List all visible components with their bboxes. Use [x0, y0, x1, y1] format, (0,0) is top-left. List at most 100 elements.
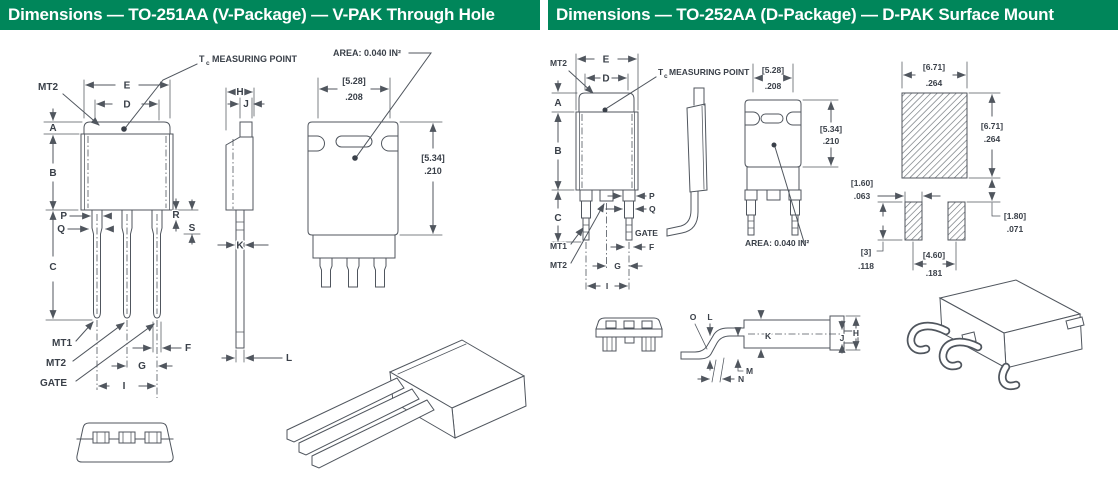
bottom-lead-sections — [92, 431, 162, 444]
to252-isometric-view — [906, 279, 1085, 391]
to251-isometric-view — [286, 339, 527, 469]
dim-label-q: Q — [649, 204, 656, 214]
to252-back-view: [5.28] .208 [5.34] .210 AREA: 0.040 IN² — [744, 63, 844, 249]
tc-label-t: T — [199, 54, 205, 64]
to252-land-pattern: [6.71] .264 [6.71] .264 [1.80] .071 — [850, 61, 1028, 280]
pad-main-h-in: .264 — [984, 134, 1001, 144]
gate-label: GATE — [635, 228, 658, 238]
dim-tab-height: [5.34] .210 — [399, 121, 446, 236]
dim-label-b: B — [49, 168, 56, 179]
dim-label-s: S — [189, 223, 196, 234]
profile-gullwing-lead — [680, 327, 745, 360]
dim-tab-width: [5.28] .208 — [317, 75, 391, 119]
dim-label-h: H — [236, 87, 243, 98]
dim-label-l: L — [286, 353, 292, 364]
dim-pad-lead-height: [3] .118 — [857, 201, 903, 272]
mt1-label: MT1 — [550, 241, 567, 251]
dim-label-m: M — [746, 366, 753, 376]
area-label: AREA: 0.040 IN² — [333, 48, 401, 58]
to252-drawing: E D MT2 T c MEASURING POINT — [549, 53, 1085, 391]
dim-label-q: Q — [57, 224, 65, 235]
to251-back-view: [5.28] .208 [5.34] .210 AREA: 0.040 IN² — [307, 47, 446, 288]
tab-width-mm: [5.28] — [342, 76, 366, 86]
to252-front-view: E D MT2 T c MEASURING POINT — [549, 53, 752, 292]
pad-gap-mm: [1.80] — [1004, 211, 1026, 221]
dim-label-j: J — [840, 333, 845, 343]
dim-D: D — [94, 98, 160, 121]
mt1-label: MT1 — [52, 338, 72, 349]
profile-tab — [843, 330, 859, 344]
side-tab — [239, 121, 253, 138]
mt2-tab-label: MT2 — [38, 82, 58, 93]
lead-callouts: MT1 MT2 GATE — [39, 321, 155, 390]
dim-O: O — [688, 311, 708, 350]
dim-C: C — [45, 209, 93, 321]
dim-tab-height: [5.34] .210 — [802, 99, 844, 168]
package-body — [80, 133, 174, 211]
dim-tab-width: [5.28] .208 — [752, 63, 794, 93]
area-dot — [352, 155, 358, 161]
iso-tab — [1065, 316, 1085, 330]
dim-P: P — [607, 190, 656, 202]
dim-label-j: J — [243, 99, 249, 110]
tc-measuring-dot — [602, 107, 608, 113]
dim-F: F — [132, 321, 192, 355]
back-slot — [760, 113, 784, 124]
tab-width-in: .208 — [345, 92, 363, 102]
pad-gap-in: .071 — [1007, 224, 1024, 234]
dim-label-k: K — [236, 241, 244, 252]
mt2-label: MT2 — [550, 260, 567, 270]
tc-label-rest: MEASURING POINT — [212, 54, 298, 64]
side-body — [686, 103, 708, 193]
dim-label-b: B — [554, 146, 561, 157]
area-callout: AREA: 0.040 IN² — [744, 142, 811, 249]
tab-width-in: .208 — [765, 81, 782, 91]
dim-B: B — [48, 135, 58, 210]
land-pad-main — [901, 92, 968, 179]
side-body — [225, 136, 254, 211]
side-bent-lead — [666, 191, 699, 237]
mt2-label: MT2 — [46, 358, 66, 369]
to251-front-view: E D MT2 T c MEASURING POINT — [37, 53, 299, 398]
to251-bottom-view — [76, 422, 174, 463]
dim-pad-pitch: [4.60] .181 — [912, 241, 957, 279]
dim-P: P — [59, 210, 112, 223]
dim-label-p: P — [649, 191, 655, 201]
dim-I: I — [585, 242, 628, 292]
dim-label-a: A — [554, 98, 561, 109]
to252-side-view — [666, 87, 708, 237]
iso-leads — [286, 377, 435, 469]
tc-label-sub: c — [206, 60, 210, 67]
mt2-tab-label: MT2 — [550, 58, 567, 68]
dim-label-g: G — [138, 361, 146, 372]
dim-I: I — [96, 320, 156, 393]
back-notch-right — [786, 111, 802, 126]
package-body — [575, 111, 639, 191]
tc-measuring-point-callout: T c MEASURING POINT — [121, 53, 299, 132]
bottom-outline — [76, 422, 174, 463]
dim-G: G — [592, 203, 643, 290]
back-notch-left — [744, 111, 760, 126]
dim-label-c: C — [49, 262, 56, 273]
dim-label-c: C — [554, 213, 561, 224]
dim-L: L — [221, 349, 293, 365]
lead-callouts: MT1 MT2 — [549, 203, 605, 271]
area-dot — [771, 142, 777, 148]
dim-C: C — [551, 191, 582, 243]
dim-J: J — [838, 320, 846, 354]
dim-label-i: I — [123, 381, 126, 392]
pad-lead-h-mm: [3] — [861, 247, 872, 257]
dim-label-p: P — [60, 211, 67, 222]
dim-label-g: G — [614, 261, 621, 271]
dim-label-k: K — [765, 331, 772, 341]
side-tab — [693, 87, 705, 106]
back-tab — [744, 99, 802, 168]
dim-H: H — [845, 315, 861, 351]
dim-B: B — [551, 113, 575, 191]
tab-height-mm: [5.34] — [421, 153, 445, 163]
pad-lead-w-in: .063 — [854, 191, 871, 201]
dim-E: E — [575, 53, 639, 111]
land-pad-lead2 — [947, 201, 966, 241]
bottom-leads — [602, 336, 656, 352]
